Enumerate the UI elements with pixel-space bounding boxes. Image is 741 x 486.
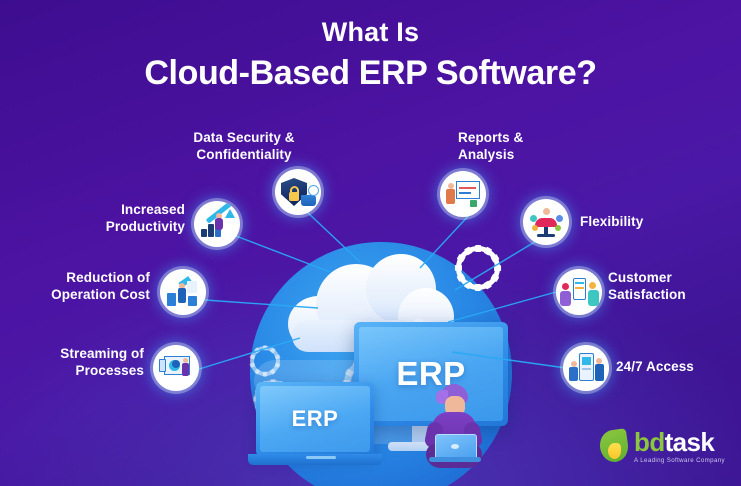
laptop-erp-label: ERP	[291, 406, 339, 431]
headline-block: What Is Cloud-Based ERP Software?	[0, 17, 741, 94]
growth-arrow-icon[interactable]	[194, 201, 240, 247]
gear-outline-small-icon	[249, 345, 281, 377]
feature-label-reduction-cost: Reduction of Operation Cost	[51, 270, 150, 302]
logo-brand-second: task	[664, 426, 715, 457]
feature-label-reports-analysis: Reports & Analysis	[458, 130, 524, 162]
brand-logo[interactable]: bdtask A Leading Software Company	[597, 426, 725, 465]
kiosk-access-icon[interactable]	[563, 345, 609, 391]
monitor-device: ERP	[354, 322, 508, 426]
whiteboard-report-icon[interactable]	[440, 171, 486, 217]
presentation-chart-icon[interactable]	[153, 345, 199, 391]
customer-people-icon[interactable]	[556, 269, 602, 315]
person-with-laptop	[418, 384, 488, 470]
feature-label-increased-productivity: Increased Productivity	[105, 202, 185, 234]
feature-label-access-247: 24/7 Access	[616, 359, 694, 374]
logo-brand-first: bd	[634, 426, 665, 457]
shield-lock-icon[interactable]	[275, 169, 321, 215]
feature-label-streaming-processes: Streaming of Processes	[60, 346, 144, 378]
feature-label-data-security: Data Security & Confidentiality	[193, 130, 295, 162]
laptop-device: ERP	[248, 382, 382, 465]
flexibility-icon[interactable]	[523, 199, 569, 245]
logo-tagline: A Leading Software Company	[634, 456, 725, 464]
gear-outline-icon	[454, 244, 502, 292]
cloud-erp-illustration: ERP ERP	[236, 232, 528, 486]
feature-label-flexibility: Flexibility	[580, 214, 644, 229]
feature-label-customer-satisfaction: Customer Satisfaction	[608, 270, 686, 302]
cost-chart-icon[interactable]	[160, 269, 206, 315]
headline-line-1: What Is	[321, 17, 420, 47]
flame-icon	[597, 428, 631, 465]
headline-line-2: Cloud-Based ERP Software?	[144, 53, 597, 92]
